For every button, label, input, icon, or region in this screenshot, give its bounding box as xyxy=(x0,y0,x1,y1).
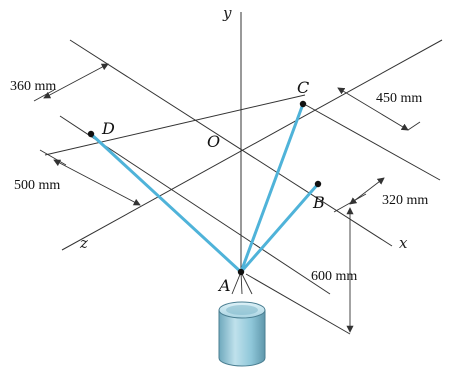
point-a-marker xyxy=(237,268,245,276)
right-reference-line xyxy=(303,103,441,181)
point-c-label: C xyxy=(297,78,309,97)
extension-line-2 xyxy=(39,149,67,166)
dimension-500-line xyxy=(53,159,141,206)
extension-line-3 xyxy=(407,121,421,131)
cable-ac xyxy=(239,102,305,274)
dimension-500-label: 500 mm xyxy=(14,178,60,193)
dimension-360-label: 360 mm xyxy=(10,79,56,94)
dimension-360-line xyxy=(43,63,109,99)
origin-label: O xyxy=(207,132,220,151)
lower-right-reference-line xyxy=(245,273,351,335)
hanger-right xyxy=(240,271,253,295)
container-icon xyxy=(218,301,266,367)
z-axis xyxy=(61,39,443,251)
point-b-marker xyxy=(314,180,322,188)
cable-ab xyxy=(239,182,320,274)
point-d-label: D xyxy=(101,119,115,138)
dimension-600-label: 600 mm xyxy=(311,269,357,284)
z-axis-label: z xyxy=(79,234,88,252)
point-b-label: B xyxy=(312,193,325,212)
hanger-center xyxy=(240,271,243,295)
x-axis xyxy=(69,39,393,247)
y-axis-label: y xyxy=(222,4,232,22)
dimension-320-label: 320 mm xyxy=(382,193,428,208)
point-c-marker xyxy=(299,100,307,108)
point-d-marker xyxy=(87,130,95,138)
x-axis-label: x xyxy=(399,234,408,252)
cable-ad xyxy=(89,132,243,274)
dimension-450-line xyxy=(337,87,409,131)
hanger-left xyxy=(231,271,242,295)
upper-reference-line xyxy=(44,94,306,156)
extension-line-1 xyxy=(33,89,55,102)
extension-line-4 xyxy=(333,193,367,213)
point-a-label: A xyxy=(217,276,231,295)
dimension-450-label: 450 mm xyxy=(376,91,422,106)
